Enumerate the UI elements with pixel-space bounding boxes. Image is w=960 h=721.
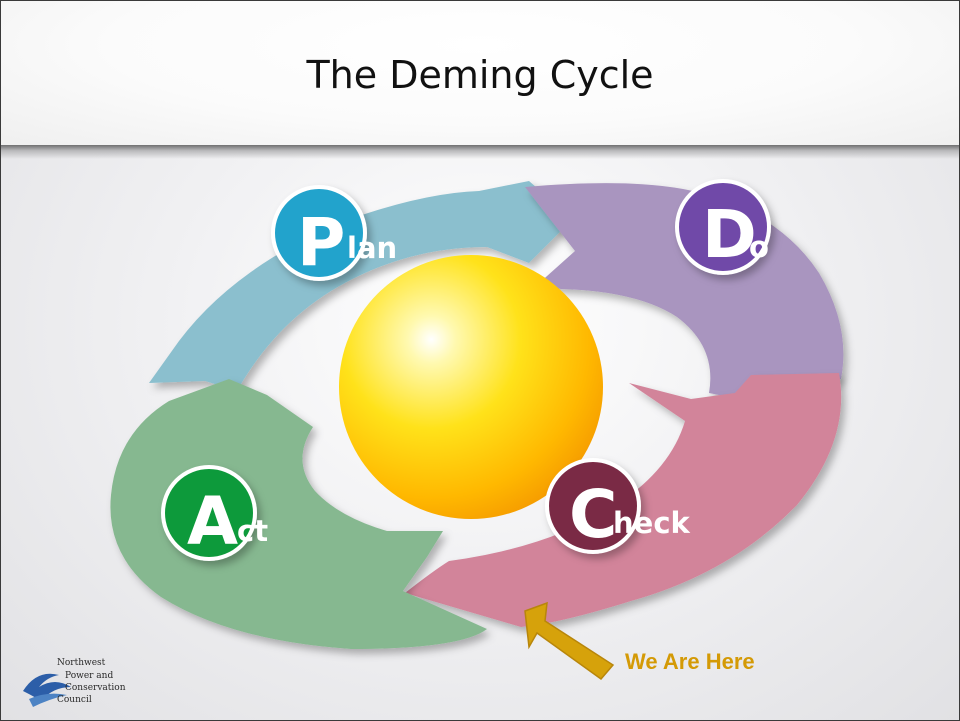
act-initial: A (187, 483, 238, 560)
plan-arrow (149, 181, 573, 391)
pointer-arrow (524, 601, 615, 681)
do-badge: D o (675, 179, 771, 275)
check-rest: heck (613, 506, 691, 540)
check-badge: C heck (545, 458, 691, 554)
council-logo: Northwest Power and Conservation Council (23, 658, 126, 707)
logo-line-3: Conservation (65, 683, 126, 693)
plan-badge: P lan (271, 185, 397, 281)
do-rest: o (749, 230, 769, 264)
logo-line-4: Council (57, 695, 92, 705)
title-band (1, 1, 959, 147)
check-arrow (405, 373, 842, 627)
we-are-here-label: We Are Here (625, 649, 755, 674)
logo-line-2: Power and (65, 671, 113, 681)
slide-title: The Deming Cycle (306, 53, 654, 97)
check-initial: C (569, 476, 617, 553)
title-divider (1, 145, 959, 159)
center-sphere (339, 255, 603, 519)
logo-wave-icon (23, 673, 71, 701)
do-initial: D (702, 196, 757, 273)
act-arrow (110, 379, 487, 649)
plan-initial: P (297, 204, 345, 281)
plan-rest: lan (347, 231, 397, 265)
act-rest: ct (237, 514, 268, 548)
logo-line-1: Northwest (57, 658, 106, 668)
act-badge: A ct (161, 465, 268, 561)
